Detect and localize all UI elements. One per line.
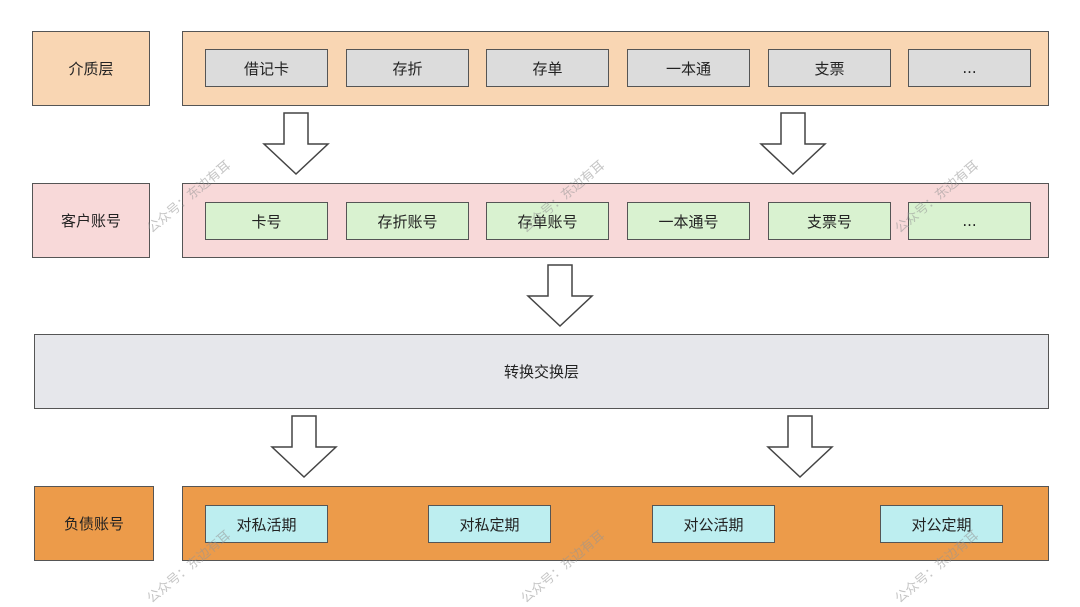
- down-arrow-icon: [262, 112, 330, 176]
- conversion-layer: 转换交换层: [34, 334, 1049, 409]
- down-arrow-icon: [766, 415, 834, 479]
- liability-item-corporate-time: 对公定期: [880, 505, 1003, 543]
- liability-account-label: 负债账号: [34, 486, 154, 561]
- down-arrow-icon: [526, 264, 594, 328]
- customer-item-yibentong-number: 一本通号: [627, 202, 750, 240]
- customer-account-label: 客户账号: [32, 183, 150, 258]
- liability-item-private-demand: 对私活期: [205, 505, 328, 543]
- liability-item-corporate-demand: 对公活期: [652, 505, 775, 543]
- medium-item-more: ...: [908, 49, 1031, 87]
- customer-item-cheque-number: 支票号: [768, 202, 891, 240]
- medium-item-debit-card: 借记卡: [205, 49, 328, 87]
- medium-item-passbook: 存折: [346, 49, 469, 87]
- liability-item-private-time: 对私定期: [428, 505, 551, 543]
- medium-item-cheque: 支票: [768, 49, 891, 87]
- customer-item-passbook-account: 存折账号: [346, 202, 469, 240]
- medium-layer-label: 介质层: [32, 31, 150, 106]
- customer-item-more: ...: [908, 202, 1031, 240]
- customer-item-receipt-account: 存单账号: [486, 202, 609, 240]
- down-arrow-icon: [270, 415, 338, 479]
- medium-item-deposit-receipt: 存单: [486, 49, 609, 87]
- customer-item-card-number: 卡号: [205, 202, 328, 240]
- medium-item-yibentong: 一本通: [627, 49, 750, 87]
- down-arrow-icon: [759, 112, 827, 176]
